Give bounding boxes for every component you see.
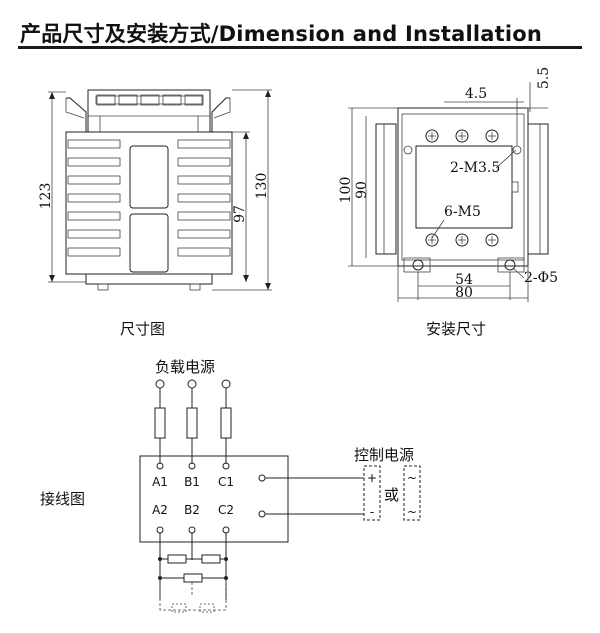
label-load-supply: 负载电源 (155, 358, 216, 376)
dim-90: 90 (354, 181, 370, 199)
dim-54: 54 (455, 272, 473, 288)
terminal-screws (96, 94, 204, 106)
load-resistor-star (183, 573, 203, 583)
m35-hole-left (403, 145, 413, 155)
dc-plus: + (367, 471, 377, 485)
caption-mounting-size: 安装尺寸 (426, 320, 487, 338)
supply-terminal-b (187, 379, 197, 389)
fuse-c (220, 407, 232, 439)
dim-97: 97 (232, 205, 248, 223)
module-body (397, 107, 529, 267)
caption-dimension-drawing: 尺寸图 (120, 320, 166, 338)
terminal-c1: C1 (218, 475, 234, 489)
m35-hole-right (512, 145, 522, 155)
wiring-diagram: A1 B1 C1 A2 B2 C2 + - ~ ~ (139, 379, 421, 613)
dim-100: 100 (338, 177, 354, 204)
top-screws (425, 129, 499, 143)
dim-80: 80 (455, 285, 473, 301)
dim-130: 130 (254, 173, 270, 200)
left-rail (375, 123, 397, 255)
supply-terminal-c (221, 379, 231, 389)
phi5-hole-left (412, 259, 424, 271)
fuse-b (186, 407, 198, 439)
terminal-b1: B1 (184, 475, 200, 489)
title-underline (18, 46, 582, 49)
center-slot-bottom (129, 213, 169, 273)
dimension-drawing: 123 130 97 (38, 89, 272, 291)
phi5-hole-right (504, 259, 516, 271)
ac-tilde-bottom: ~ (407, 505, 417, 519)
terminal-a1: A1 (152, 475, 168, 489)
page-title: 产品尺寸及安装方式/Dimension and Installation (20, 22, 543, 46)
heatsink-fins-right (177, 139, 231, 257)
terminal-c2: C2 (218, 503, 234, 517)
load-resistor-ab (167, 554, 187, 564)
dc-minus: - (370, 505, 374, 519)
heatsink-body (65, 131, 233, 275)
label-control-supply: 控制电源 (354, 446, 415, 464)
dim-4-5: 4.5 (465, 86, 487, 102)
caption-wiring-diagram: 接线图 (40, 490, 86, 508)
dim-5-5: 5.5 (536, 67, 552, 89)
supply-terminal-a (155, 379, 165, 389)
load-resistor-bc (201, 554, 221, 564)
dc-source-box (363, 465, 381, 521)
terminal-b2: B2 (184, 503, 200, 517)
ac-tilde-top: ~ (407, 471, 417, 485)
fuse-a (154, 407, 166, 439)
label-or: 或 (384, 486, 400, 504)
dim-123: 123 (38, 183, 54, 210)
heatsink-fins-left (67, 139, 121, 257)
label-2-phi5: 2-Φ5 (524, 270, 558, 286)
mounting-drawing: 2-M3.5 6-M5 2-Φ5 4.5 5.5 100 90 54 80 (338, 67, 558, 302)
heatsink-base (85, 273, 213, 285)
label-6-m5: 6-M5 (444, 204, 481, 220)
bottom-screws (425, 233, 499, 247)
label-2-m35: 2-M3.5 (450, 160, 500, 176)
ssr-module-box (139, 455, 289, 543)
center-slot-top (129, 145, 169, 209)
right-rail (527, 123, 549, 255)
ac-source-box (403, 465, 421, 521)
terminal-a2: A2 (152, 503, 168, 517)
